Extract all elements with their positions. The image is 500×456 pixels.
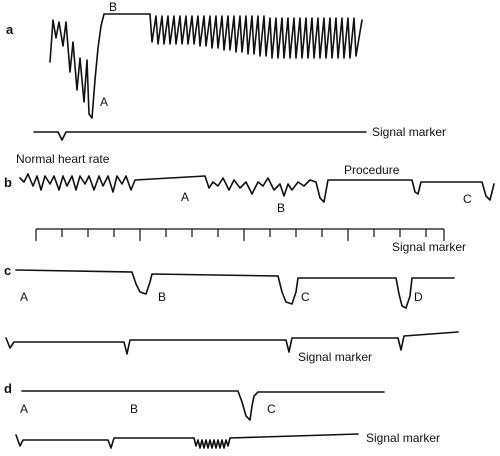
- panel-label-c: c: [4, 263, 11, 278]
- label-d-B: B: [130, 402, 138, 416]
- trace-b: [19, 173, 495, 203]
- signal-marker-label-b: Signal marker: [392, 240, 466, 254]
- panel-label-b: b: [4, 175, 12, 190]
- signal-marker-ticks-b: [35, 228, 445, 241]
- normal-heart-rate-label: Normal heart rate: [16, 152, 110, 166]
- signal-marker-label-c: Signal marker: [298, 350, 372, 364]
- label-b-B: B: [277, 201, 285, 215]
- signal-marker-line-a: [33, 131, 367, 141]
- label-c-D: D: [414, 290, 423, 304]
- label-d-A: A: [20, 402, 28, 416]
- label-c-C: C: [301, 290, 310, 304]
- trace-a: [49, 13, 363, 119]
- label-a-A: A: [100, 95, 108, 109]
- label-a-B: B: [109, 0, 117, 14]
- label-b-C: C: [463, 192, 472, 206]
- trace-d: [21, 390, 385, 421]
- label-d-C: C: [267, 402, 276, 416]
- label-c-B: B: [158, 290, 166, 304]
- signal-marker-label-a: Signal marker: [372, 125, 446, 139]
- procedure-label: Procedure: [344, 163, 400, 177]
- signal-marker-line-c: [5, 331, 459, 355]
- panel-label-d: d: [4, 381, 12, 396]
- label-c-A: A: [20, 290, 28, 304]
- signal-marker-line-d: [15, 433, 359, 449]
- panel-label-a: a: [6, 22, 14, 37]
- signal-marker-label-d: Signal marker: [366, 431, 440, 445]
- trace-c: [15, 269, 455, 309]
- label-b-A: A: [181, 190, 189, 204]
